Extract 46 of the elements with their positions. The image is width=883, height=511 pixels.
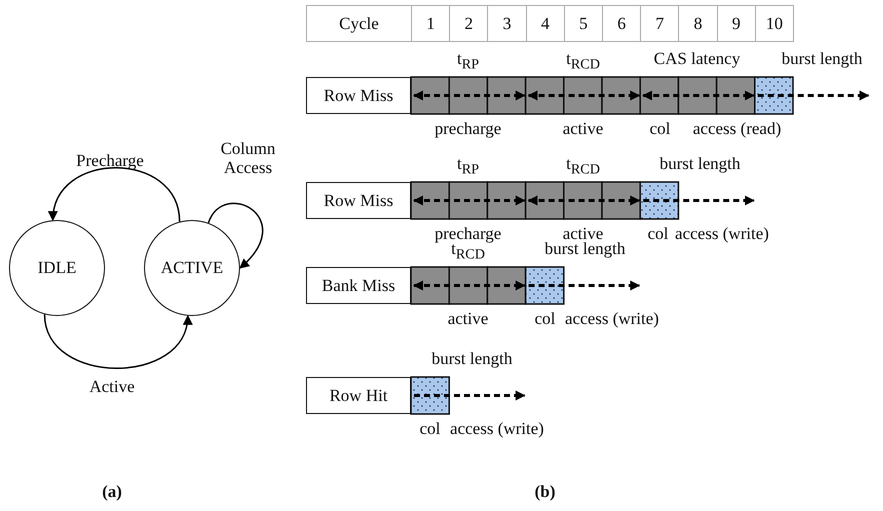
table-cell: 8 [678,5,718,42]
edge-label: Precharge [76,152,144,171]
row-label-box: Row Miss [306,77,411,114]
table-cell: 5 [564,5,603,42]
timing-label: burst length [544,240,626,259]
timing-label: t$_{RCD}$ [566,155,600,178]
timing-label: t$_{RP}$ [456,50,480,73]
table-cell: 1 [411,5,450,42]
phase-label: access (write) [675,225,769,244]
timing-label: burst length [782,50,862,69]
phase-label: active [448,310,488,329]
phase-label: col [420,420,440,439]
phase-label: col [534,310,556,329]
panel-label: (a) [102,483,122,502]
state-circle: ACTIVE [144,220,240,316]
phase-label: access (write) [450,420,544,439]
row-label-box: Row Miss [306,182,411,219]
timing-label: burst length [432,350,512,369]
table-cell: 10 [754,5,794,42]
edge-label: Active [89,378,135,397]
phase-label: access (write) [565,310,659,329]
transition-arrow [49,167,180,222]
timing-label: t$_{RP}$ [456,155,480,178]
panel-label: (b) [534,483,556,502]
table-cell: 2 [449,5,488,42]
phase-label: active [562,120,604,139]
phase-label: access (read) [692,120,782,139]
timing-label: CAS latency [654,50,740,69]
phase-label: active [562,225,604,243]
timing-label: burst length [660,155,740,174]
edge-label: Column Access [220,140,276,178]
phase-label: col [648,225,668,244]
phase-label: precharge [434,120,502,139]
row-label-box: Bank Miss [306,267,411,304]
table-header-cell: Cycle [306,5,412,42]
table-cell: 6 [602,5,642,42]
table-cell: 7 [640,5,680,42]
transition-arrow [44,314,192,369]
table-cell: 3 [487,5,527,42]
phase-label: col [650,120,670,139]
table-cell: 9 [716,5,756,42]
table-cell: 4 [526,5,565,42]
transition-arrow [208,202,264,269]
row-label-box: Row Hit [306,377,411,414]
timing-label: t$_{RCD}$ [566,50,600,73]
state-circle: IDLE [9,220,105,316]
